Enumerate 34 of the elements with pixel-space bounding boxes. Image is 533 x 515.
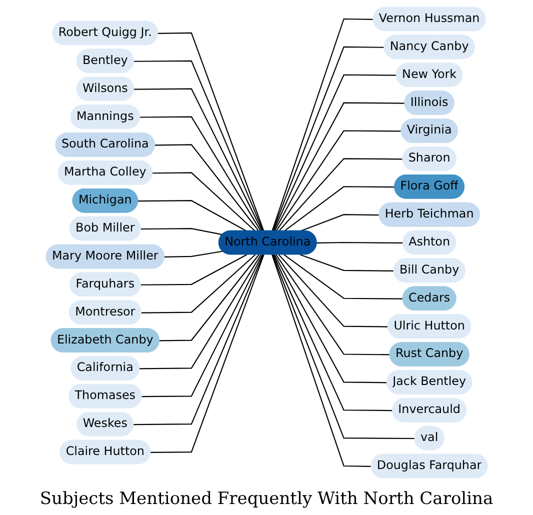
connector — [134, 60, 264, 232]
connector — [299, 254, 394, 272]
connector — [272, 254, 393, 412]
connector — [283, 186, 395, 232]
connector — [158, 32, 264, 232]
connector — [141, 254, 262, 398]
connector — [274, 102, 405, 232]
connector — [316, 242, 404, 244]
connector — [299, 214, 380, 232]
diagram-title: Subjects Mentioned Frequently With North Carolina — [40, 489, 494, 509]
connector — [138, 200, 247, 232]
connector — [272, 254, 415, 440]
connector — [271, 18, 374, 232]
connector — [272, 74, 396, 232]
connector — [134, 88, 262, 232]
connector — [272, 46, 384, 232]
connector — [283, 254, 403, 300]
connector — [152, 172, 256, 232]
connector — [139, 254, 262, 370]
connector — [150, 254, 264, 454]
connector — [278, 254, 388, 328]
connector — [140, 116, 262, 232]
connector — [274, 254, 388, 384]
connector — [154, 144, 260, 232]
connector — [275, 254, 390, 356]
connector — [133, 254, 264, 426]
connector — [278, 158, 403, 232]
connector — [271, 254, 372, 467]
connector — [140, 254, 256, 314]
connector — [140, 254, 247, 286]
connector — [159, 254, 260, 342]
connector — [140, 228, 223, 236]
connector — [275, 130, 402, 232]
connector — [164, 250, 223, 258]
